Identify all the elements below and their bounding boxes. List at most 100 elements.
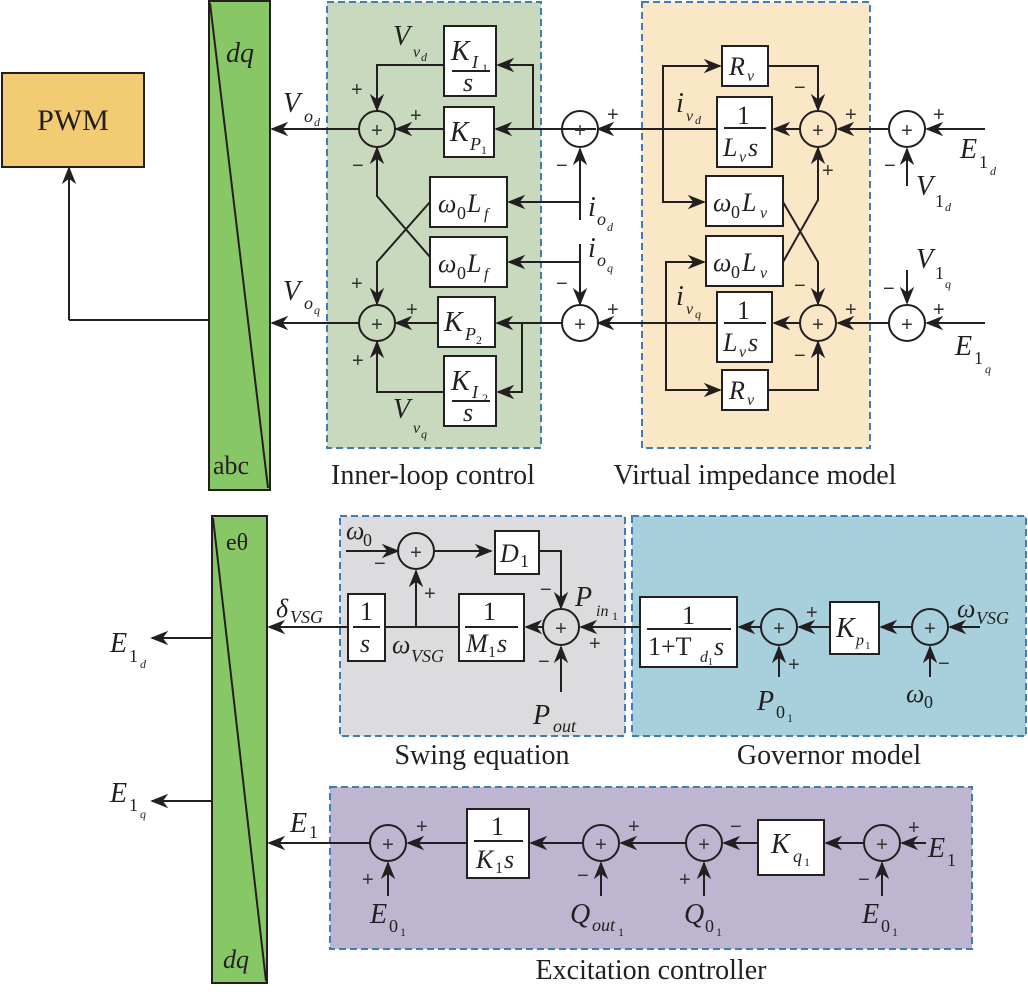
svg-text:E: E <box>289 808 307 839</box>
svg-text:d: d <box>607 220 614 234</box>
svg-text:Q: Q <box>570 899 590 930</box>
svg-text:+: + <box>555 618 567 640</box>
svg-text:0: 0 <box>705 916 714 936</box>
svg-text:d: d <box>700 649 709 666</box>
caption-excitation: Excitation controller <box>536 955 768 986</box>
svg-text:s: s <box>504 845 514 874</box>
signal-E1-out: E 1 <box>289 808 318 842</box>
svg-text:i: i <box>588 233 596 264</box>
signal-E1q-out: E 1 q <box>109 778 146 821</box>
svg-text:q: q <box>793 846 802 866</box>
svg-text:−: − <box>884 155 896 177</box>
svg-text:0: 0 <box>363 530 372 550</box>
etheta-label: eθ <box>226 530 248 556</box>
svg-text:2: 2 <box>476 333 482 347</box>
svg-text:+: + <box>351 273 363 295</box>
svg-text:E: E <box>954 331 972 362</box>
svg-text:ω: ω <box>438 249 456 278</box>
svg-text:K: K <box>450 366 471 397</box>
svg-text:1: 1 <box>129 646 138 666</box>
caption-inner-loop: Inner-loop control <box>331 460 535 491</box>
svg-text:1: 1 <box>612 609 618 623</box>
signal-E1-in: E 1 <box>927 833 956 870</box>
svg-text:1: 1 <box>979 152 988 172</box>
svg-text:1: 1 <box>483 597 496 626</box>
svg-text:V: V <box>283 276 303 307</box>
svg-text:+: + <box>351 79 363 101</box>
svg-text:K: K <box>450 36 471 67</box>
svg-text:VSG: VSG <box>411 646 444 666</box>
signal-P01: P 0 1 <box>756 686 793 725</box>
svg-text:+: + <box>822 160 834 182</box>
svg-text:q: q <box>985 362 991 376</box>
svg-text:q: q <box>945 277 951 291</box>
svg-text:0: 0 <box>731 262 740 282</box>
svg-text:out: out <box>553 716 577 736</box>
svg-text:+: + <box>371 120 383 142</box>
svg-text:ω: ω <box>438 189 456 218</box>
svg-text:K: K <box>475 845 495 874</box>
svg-text:+: + <box>845 299 857 321</box>
svg-text:−: − <box>540 579 552 601</box>
svg-text:s: s <box>748 328 758 357</box>
svg-text:−: − <box>556 155 568 177</box>
svg-text:P: P <box>756 686 774 717</box>
svg-text:L: L <box>722 328 737 357</box>
svg-text:P: P <box>574 582 592 613</box>
svg-text:2: 2 <box>482 391 488 405</box>
w0Lf-d-block <box>429 176 508 228</box>
svg-text:R: R <box>728 376 745 405</box>
Td1-block <box>639 596 738 668</box>
svg-text:0: 0 <box>731 202 740 222</box>
svg-text:+: + <box>371 314 383 336</box>
svg-text:+: + <box>574 314 586 336</box>
caption-virtual-impedance: Virtual impedance model <box>614 460 897 491</box>
svg-text:K: K <box>835 613 856 644</box>
signal-Qout1: Q out 1 <box>570 899 624 939</box>
svg-text:−: − <box>556 273 568 295</box>
svg-text:1: 1 <box>488 644 496 661</box>
LvS-q-block <box>716 291 773 363</box>
signal-ivq: i v q <box>676 281 701 321</box>
svg-text:1: 1 <box>682 601 695 630</box>
svg-text:−: − <box>794 345 806 367</box>
svg-text:1: 1 <box>400 925 406 939</box>
svg-text:V: V <box>393 394 413 425</box>
svg-text:1: 1 <box>737 101 750 130</box>
svg-text:1: 1 <box>737 296 750 325</box>
svg-text:+: + <box>773 618 785 640</box>
signal-Voq: V o q <box>283 276 320 317</box>
svg-text:1+T: 1+T <box>648 632 692 661</box>
svg-text:s: s <box>748 133 758 162</box>
signal-E1q-in: E 1 q <box>954 331 991 376</box>
svg-text:+: + <box>410 105 422 127</box>
signal-E01-exc-right: E 0 1 <box>861 899 898 939</box>
svg-text:1: 1 <box>482 61 488 75</box>
svg-text:R: R <box>728 52 745 81</box>
svg-text:E: E <box>959 134 977 165</box>
svg-text:s: s <box>497 629 507 658</box>
pwm-label: PWM <box>37 104 109 137</box>
svg-text:+: + <box>406 299 418 321</box>
signal-w0-gov: ω 0 <box>906 679 933 712</box>
svg-text:1: 1 <box>360 597 373 626</box>
svg-text:1: 1 <box>491 812 504 841</box>
svg-text:−: − <box>883 278 895 300</box>
svg-text:ω: ω <box>957 594 975 623</box>
LvS-d-block <box>716 96 773 168</box>
dq-bottom-label: dq <box>223 945 249 974</box>
svg-text:v: v <box>747 68 755 85</box>
svg-text:E: E <box>369 899 387 930</box>
svg-text:1: 1 <box>129 795 138 815</box>
svg-text:0: 0 <box>457 203 466 223</box>
svg-text:L: L <box>466 249 481 278</box>
svg-text:i: i <box>676 281 684 312</box>
svg-text:E: E <box>861 899 879 930</box>
svg-text:L: L <box>741 188 756 217</box>
svg-text:+: + <box>410 542 422 564</box>
svg-text:E: E <box>109 628 127 659</box>
svg-text:1: 1 <box>804 855 810 869</box>
svg-text:+: + <box>812 120 824 142</box>
svg-text:1: 1 <box>618 925 624 939</box>
